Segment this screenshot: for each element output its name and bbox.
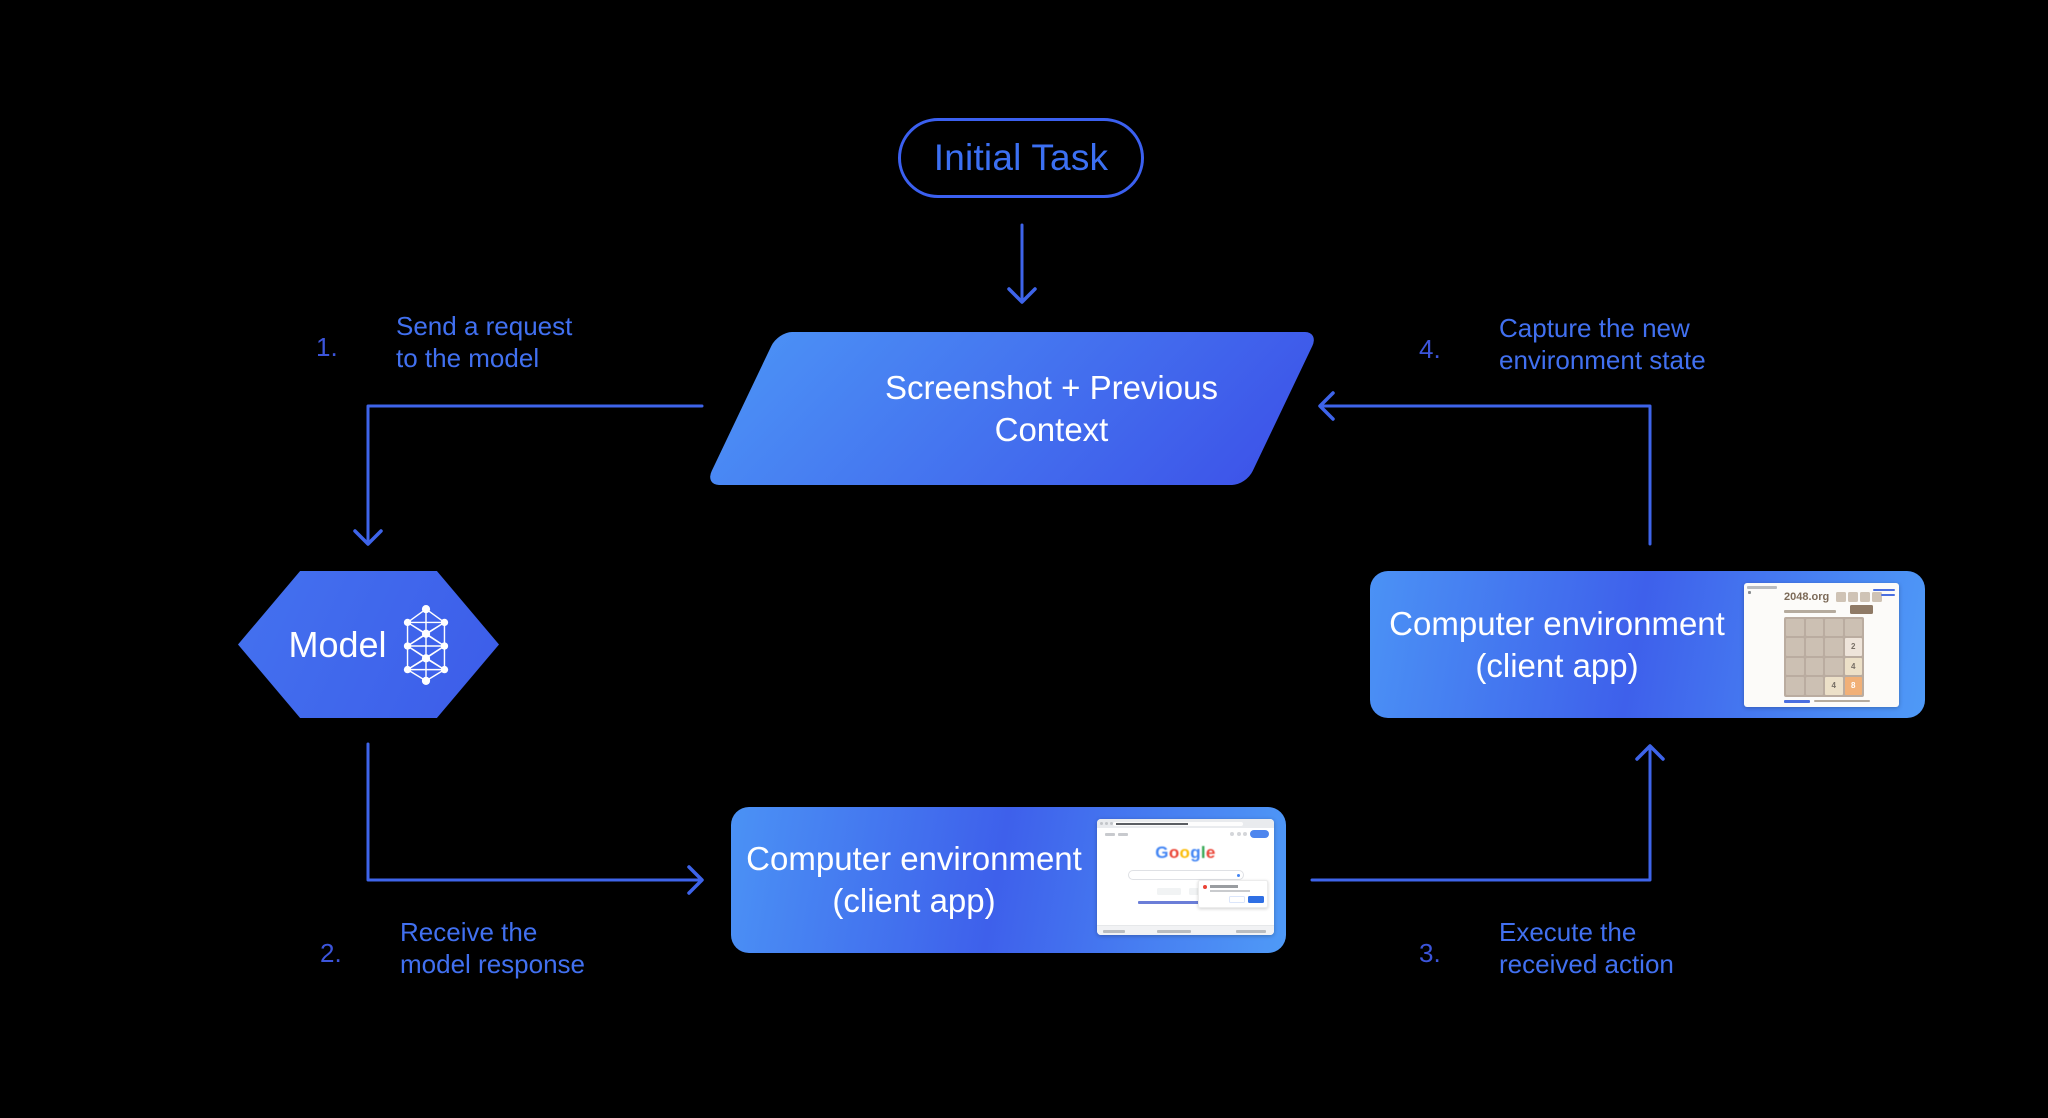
initial-task-node: Initial Task	[898, 118, 1144, 198]
step-4-text-line1: Capture the new	[1499, 313, 1690, 343]
arrow-model-to-client	[366, 742, 702, 882]
tile-4: 4	[1825, 677, 1843, 695]
score-box-thumb	[1860, 591, 1870, 602]
screenshot-context-label-line2: Context	[994, 410, 1109, 448]
client-env-bottom-label-line2: (client app)	[832, 882, 996, 919]
sign-in-button-thumb	[1250, 830, 1269, 838]
new-game-button-thumb	[1850, 604, 1873, 614]
link-thumb	[1873, 588, 1895, 591]
client-env-right-node: Computer environment (client app) 2048.o…	[1370, 571, 1925, 718]
google-homepage-thumbnail: Google	[1097, 819, 1274, 935]
search-bar-thumb	[1128, 870, 1244, 880]
model-label: Model	[288, 623, 387, 665]
client-env-right-label-line1: Computer environment	[1389, 604, 1725, 642]
step-3-text-line1: Execute the	[1499, 917, 1637, 947]
arrowhead-up-icon	[1635, 744, 1665, 761]
step-2-text-line2: model response	[400, 949, 585, 979]
step-1-text-line1: Send a request	[396, 311, 573, 341]
link-thumb	[1784, 699, 1810, 703]
neural-network-icon	[403, 604, 448, 685]
model-node: Model	[238, 571, 499, 718]
step-3-text-line2: received action	[1499, 949, 1674, 979]
tile-8: 8	[1844, 677, 1862, 695]
score-box-thumb	[1836, 591, 1846, 602]
promo-link-thumb	[1138, 901, 1234, 904]
client-env-bottom-node: Computer environment (client app) Google	[731, 807, 1286, 953]
arrow-client-to-client	[1310, 746, 1652, 882]
arrowhead-down-icon	[1007, 287, 1037, 304]
tile-4: 4	[1844, 657, 1862, 675]
initial-task-label: Initial Task	[933, 137, 1109, 178]
client-env-right-label-line2: (client app)	[1475, 646, 1639, 684]
step-2-number: 2.	[320, 938, 342, 968]
step-1-text-line2: to the model	[396, 343, 540, 373]
browser-chrome-bar	[1097, 819, 1274, 828]
step-4-text-line2: environment state	[1499, 345, 1706, 375]
site-title-2048: 2048.org	[1784, 590, 1830, 603]
screenshot-context-node: Screenshot + Previous Context	[705, 332, 1319, 485]
arrow-screenshot-to-model	[366, 404, 704, 545]
game-2048-thumbnail: 2048.org 2 4 4 8	[1744, 582, 1899, 707]
step-3-number: 3.	[1419, 938, 1441, 968]
step-1-number: 1.	[316, 332, 338, 362]
arrow-client-to-screenshot	[1320, 404, 1652, 546]
footer-bar-thumb	[1097, 925, 1274, 935]
game-grid-thumb: 2 4 4 8	[1784, 616, 1864, 697]
screenshot-context-label-line1: Screenshot + Previous	[885, 368, 1218, 406]
dialog-popup-thumb	[1198, 880, 1268, 908]
tile-2: 2	[1844, 638, 1862, 656]
step-4-number: 4.	[1419, 334, 1441, 364]
arrowhead-down-icon	[353, 529, 383, 546]
client-env-bottom-label-line1: Computer environment	[746, 840, 1082, 877]
score-box-thumb	[1848, 591, 1858, 602]
link-thumb	[1881, 593, 1895, 596]
arrowhead-right-icon	[687, 865, 704, 895]
step-2-text-line1: Receive the	[400, 917, 538, 947]
arrowhead-left-icon	[1318, 391, 1335, 421]
search-button-thumb	[1157, 888, 1181, 895]
google-logo: Google	[1155, 843, 1216, 862]
score-box-thumb	[1872, 591, 1882, 602]
